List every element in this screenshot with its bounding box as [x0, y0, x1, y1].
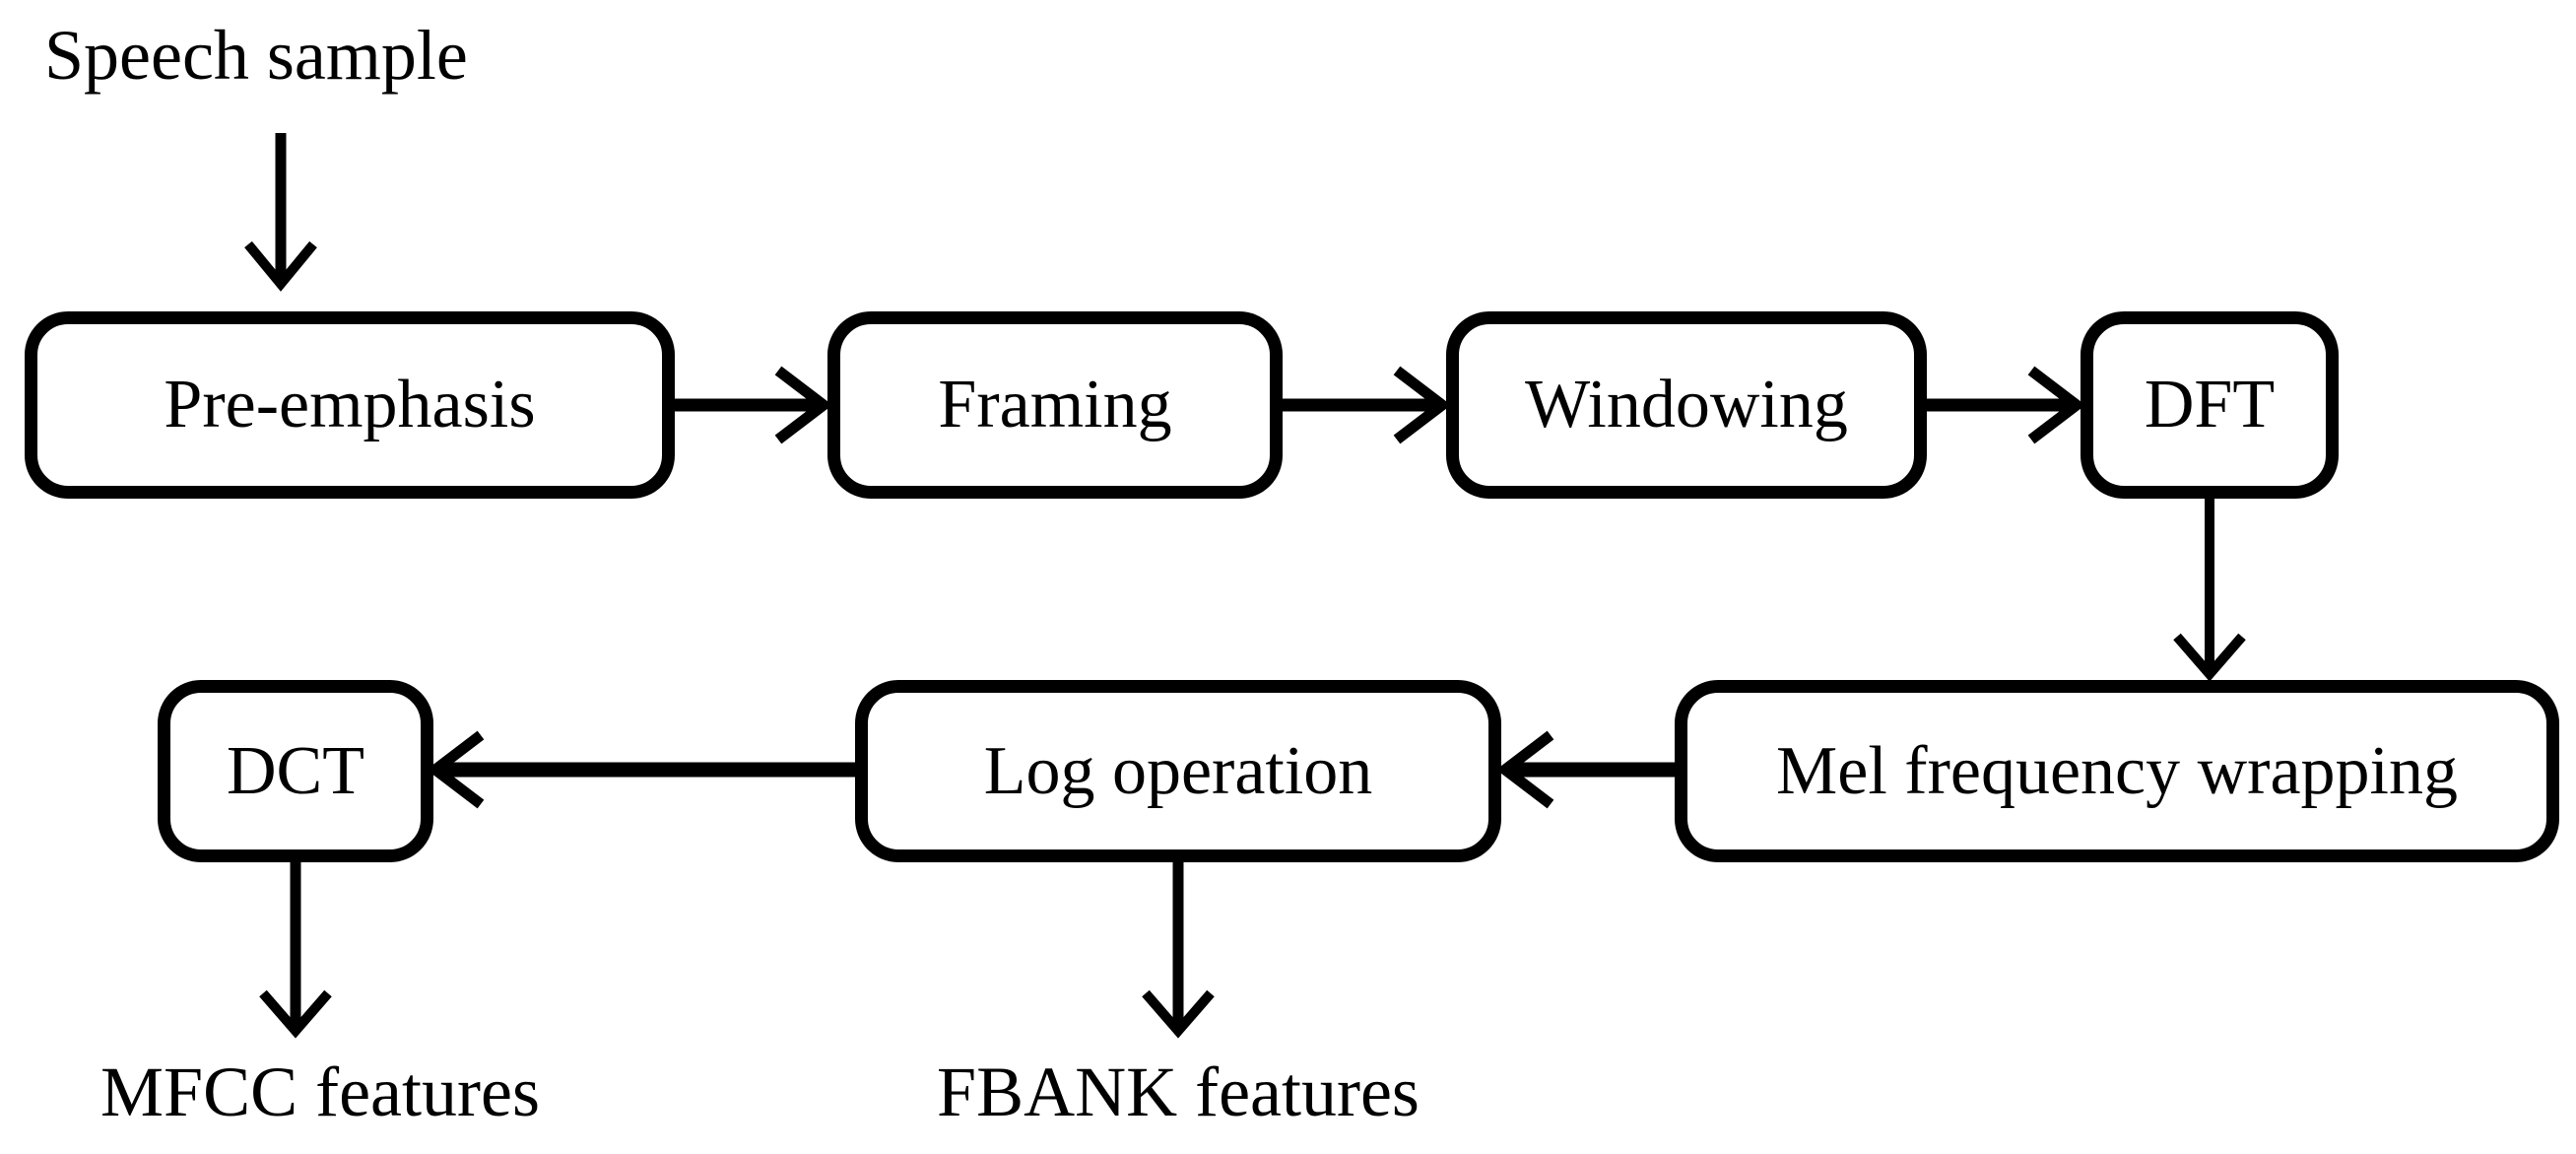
node-windowing-label: Windowing: [1525, 367, 1848, 442]
node-pre-emphasis-label: Pre-emphasis: [164, 367, 536, 442]
fbank-features-label: FBANK features: [937, 1052, 1420, 1131]
node-dct: DCT: [158, 680, 433, 862]
arrow-speech-to-pre-emphasis: [244, 133, 317, 292]
node-log-operation: Log operation: [855, 680, 1501, 862]
node-framing: Framing: [827, 311, 1283, 499]
arrow-windowing-to-dft: [1927, 366, 2086, 444]
node-windowing: Windowing: [1446, 311, 1927, 499]
arrow-log-to-dct: [426, 730, 855, 809]
arrow-dft-to-mel: [2173, 499, 2246, 682]
mfcc-features-label: MFCC features: [100, 1052, 540, 1131]
arrow-dct-to-mfcc: [259, 862, 332, 1039]
node-dct-label: DCT: [227, 732, 364, 809]
arrow-pre-emphasis-to-framing: [675, 366, 833, 444]
node-mel-frequency-wrapping: Mel frequency wrapping: [1675, 680, 2559, 862]
arrow-mel-to-log: [1495, 730, 1675, 809]
arrow-framing-to-windowing: [1283, 366, 1452, 444]
node-log-operation-label: Log operation: [983, 732, 1373, 809]
node-framing-label: Framing: [938, 367, 1172, 442]
speech-sample-label: Speech sample: [44, 16, 468, 95]
node-dft-label: DFT: [2144, 367, 2276, 442]
node-dft: DFT: [2081, 311, 2339, 499]
arrow-log-to-fbank: [1142, 862, 1215, 1039]
node-mel-frequency-wrapping-label: Mel frequency wrapping: [1776, 732, 2458, 809]
node-pre-emphasis: Pre-emphasis: [25, 311, 675, 499]
